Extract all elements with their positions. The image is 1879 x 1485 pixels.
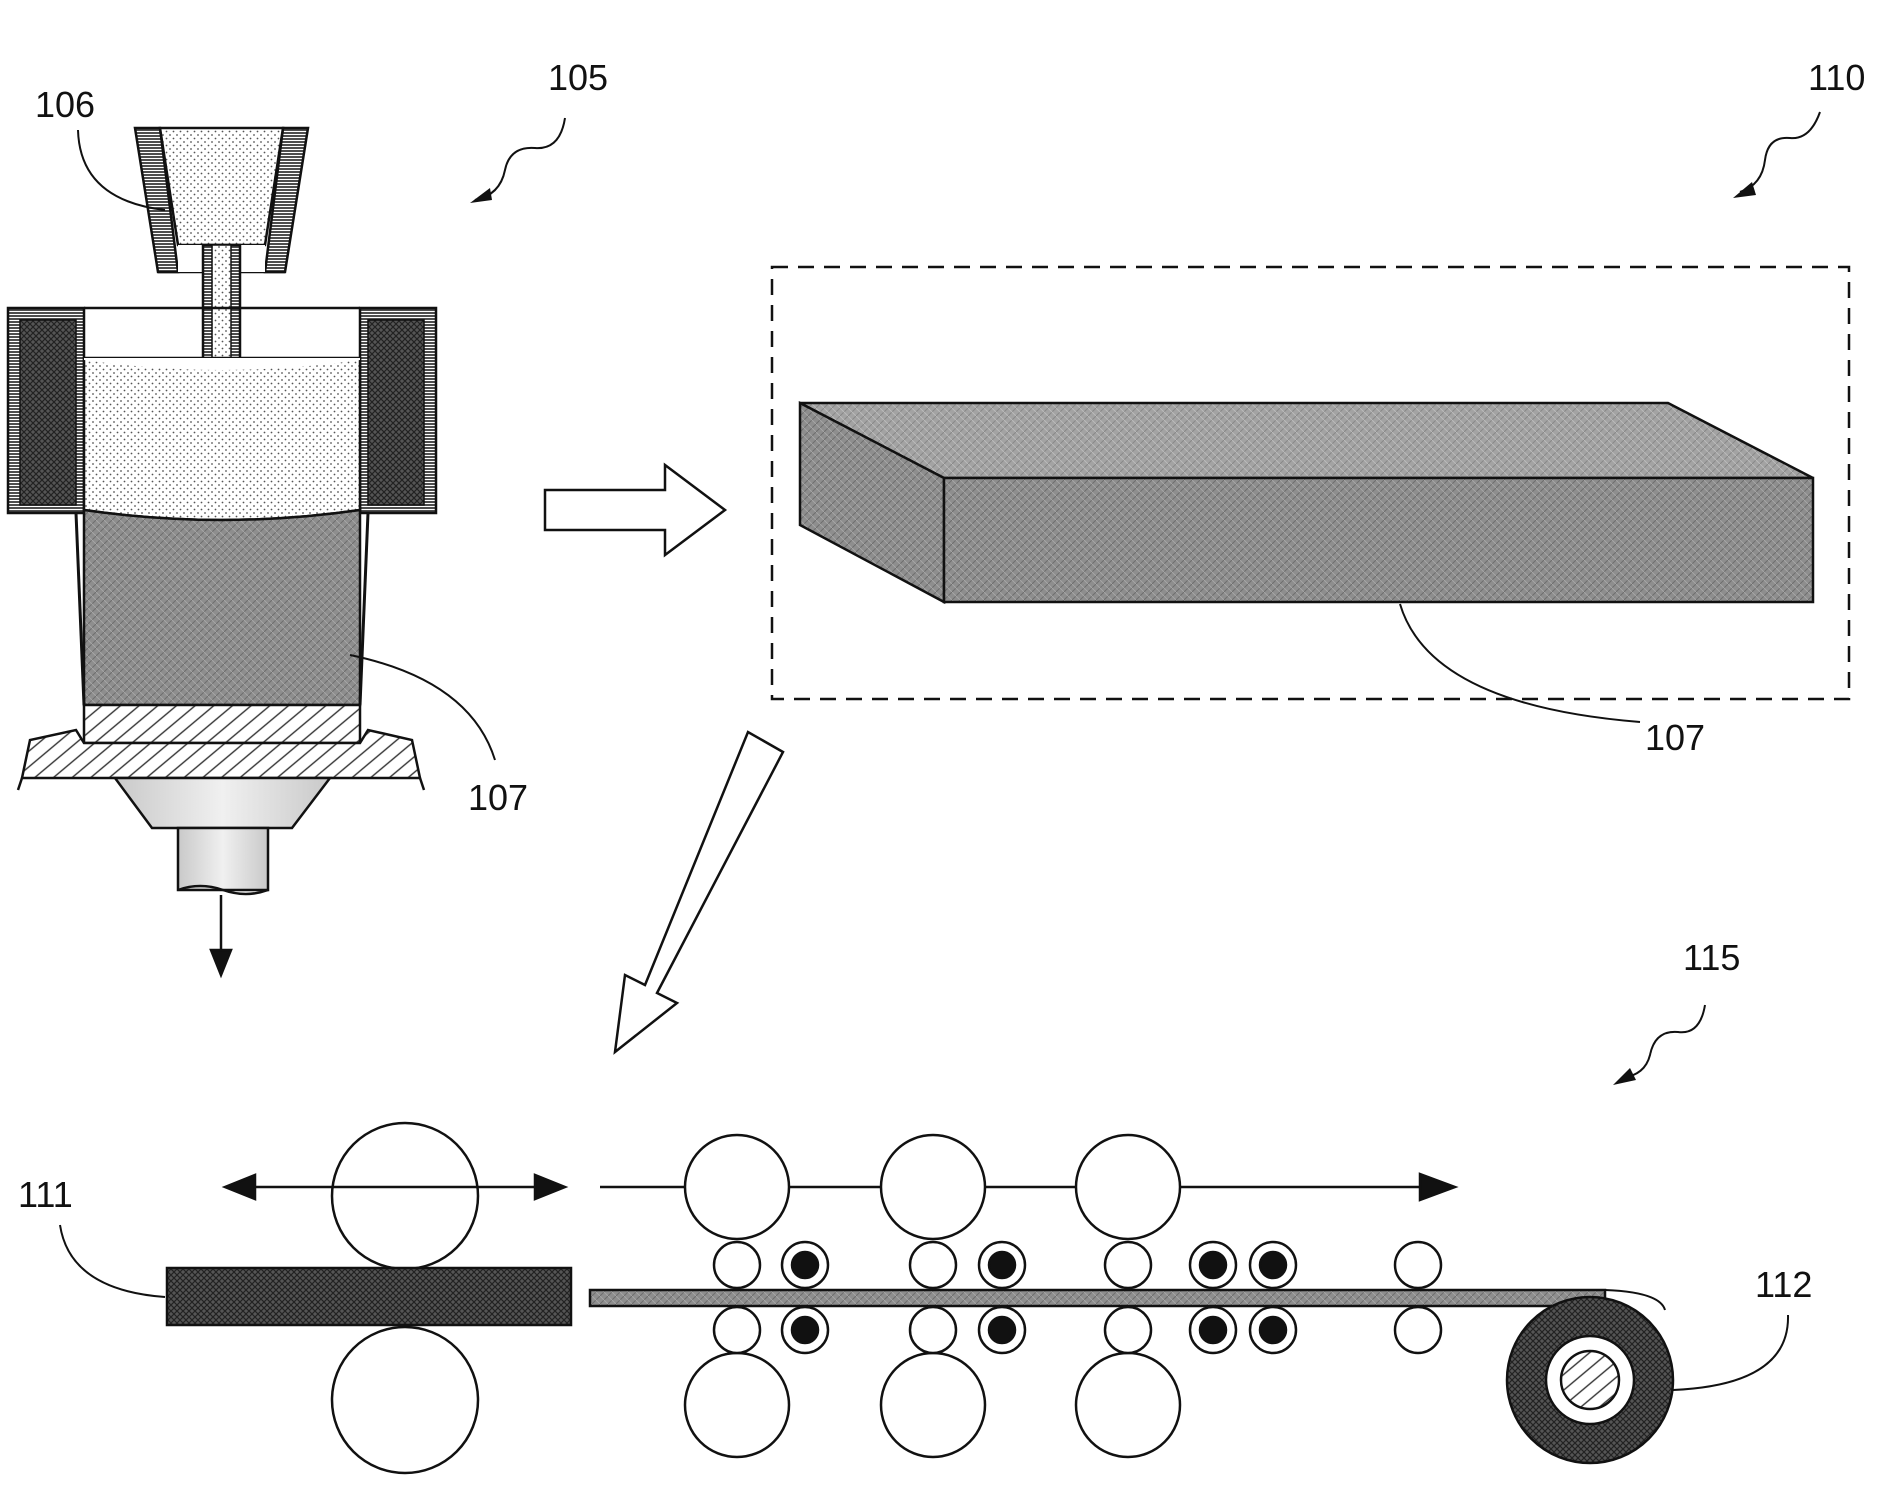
backup-roll-top-2: [881, 1135, 985, 1239]
dc-caster: [8, 128, 436, 975]
ingot-front-face: [944, 478, 1813, 602]
label-107-ingot: 107: [1645, 717, 1705, 758]
starter-block: [84, 705, 360, 743]
reverse-arrow-right: [535, 1175, 565, 1199]
process-arrow-down-left: [615, 732, 783, 1052]
label-112: 112: [1755, 1264, 1812, 1305]
pinch-roll-bottom: [1395, 1307, 1441, 1353]
work-roll-bottom-3: [1105, 1307, 1151, 1353]
bottom-work-roll: [332, 1327, 478, 1473]
coil: [1507, 1290, 1673, 1463]
label-110: 110: [1808, 57, 1865, 98]
backup-roll-bottom-3: [1076, 1353, 1180, 1457]
backup-roll-bottom-2: [881, 1353, 985, 1457]
work-roll-top-3: [1105, 1242, 1151, 1288]
rolling-direction-arrow: [1420, 1174, 1455, 1200]
backup-roll-top-1: [685, 1135, 789, 1239]
backup-roll-top-3: [1076, 1135, 1180, 1239]
casting-direction-arrow: [211, 950, 231, 975]
ram-shaft: [178, 828, 268, 890]
ingot-panel: [772, 267, 1849, 722]
process-arrow-right: [545, 465, 725, 555]
work-roll-top-2: [910, 1242, 956, 1288]
support-cone: [115, 778, 330, 828]
ingot-top-face: [800, 403, 1813, 478]
reversing-mill: [167, 1123, 571, 1473]
pouring-ladle: [135, 128, 308, 360]
label-106: 106: [35, 84, 95, 125]
molten-sump: [84, 358, 360, 520]
work-roll-bottom-2: [910, 1307, 956, 1353]
label-107-caster: 107: [468, 777, 528, 818]
rolling-line: [167, 1123, 1673, 1473]
label-115: 115: [1683, 937, 1740, 978]
label-111: 111: [18, 1174, 73, 1215]
rolled-strip: [590, 1290, 1605, 1306]
pinch-roll-top: [1395, 1242, 1441, 1288]
work-roll-top-1: [714, 1242, 760, 1288]
label-105: 105: [548, 57, 608, 98]
coil-mandrel: [1561, 1351, 1619, 1409]
backup-roll-bottom-1: [685, 1353, 789, 1457]
hot-slab: [167, 1268, 571, 1325]
reverse-arrow-left: [225, 1175, 255, 1199]
cast-ingot: [84, 510, 360, 705]
top-work-roll: [332, 1123, 478, 1269]
work-roll-bottom-1: [714, 1307, 760, 1353]
tandem-mill: [590, 1135, 1605, 1457]
